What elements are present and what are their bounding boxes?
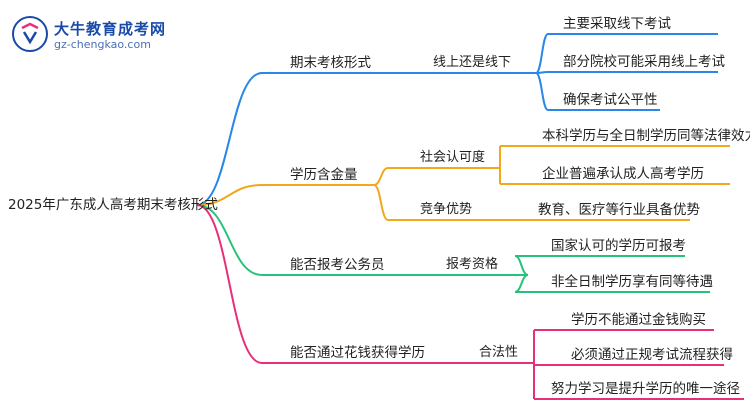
leaf-connector [535,33,549,74]
branch-connector [196,204,263,364]
leaf-label: 企业普遍承认成人高考学历 [542,166,704,182]
leaf-label: 必须通过正规考试流程获得 [571,347,733,363]
branch-label: 能否通过花钱获得学历 [290,345,425,361]
branch-connector [196,72,263,206]
subbranch-label: 合法性 [479,345,519,360]
leaf-label: 努力学习是提升学历的唯一途径 [551,381,740,397]
leaf-label: 主要采取线下考试 [563,16,671,32]
subbranch-label: 社会认可度 [420,150,486,165]
leaf-label: 国家认可的学历可报考 [551,238,686,254]
branch-label: 学历含金量 [290,167,358,183]
branch-connector [196,204,263,276]
leaf-label: 部分院校可能采用线上考试 [563,54,725,70]
leaf-label: 本科学历与全日制学历同等法律效力 [542,128,750,144]
brand-logo: 大牛教育成考网 gz-chengkao.com [10,14,180,54]
subbranch-connector [373,167,389,186]
leaf-connector [514,255,529,276]
subbranch-label: 竞争优势 [420,202,473,217]
branch-connector [196,184,263,206]
mindmap-root: 2025年广东成人高考期末考核形式 [8,197,218,213]
subbranch-connector [373,184,389,221]
leaf-label: 学历不能通过金钱购买 [571,312,706,328]
leaf-label: 教育、医疗等行业具备优势 [538,202,700,218]
leaf-label: 非全日制学历享有同等待遇 [551,274,713,290]
branch-label: 期末考核形式 [290,55,371,71]
leaf-label: 确保考试公平性 [563,92,658,108]
logo-title: 大牛教育成考网 [54,20,167,38]
logo-mark-icon [12,16,48,52]
leaf-connector [535,72,549,111]
branch-label: 能否报考公务员 [290,257,385,273]
subbranch-label: 报考资格 [446,257,499,272]
leaf-connector [514,274,529,293]
logo-url: gz-chengkao.com [54,38,151,51]
subbranch-label: 线上还是线下 [433,55,512,70]
